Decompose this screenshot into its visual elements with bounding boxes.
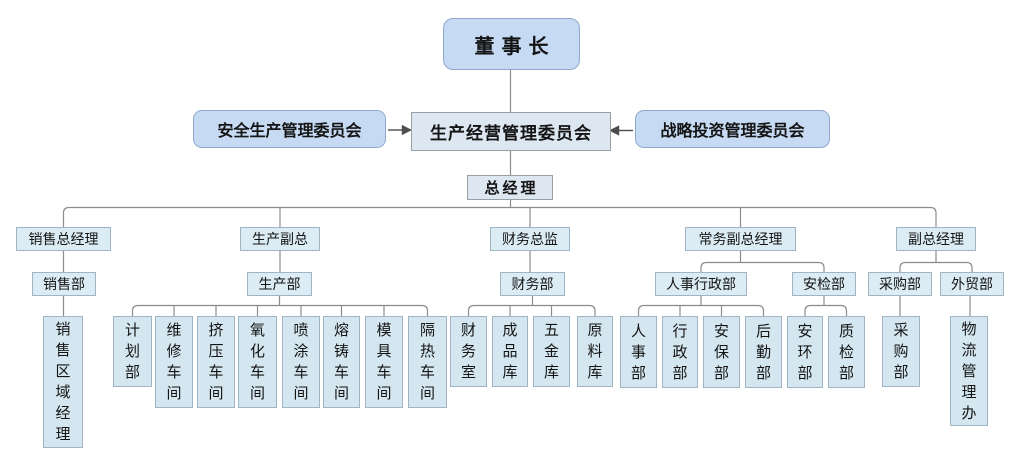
node-planning-dept: 计划部 xyxy=(113,316,152,387)
node-committee-safety-production: 安全生产管理委员会 xyxy=(193,110,386,148)
rail-production xyxy=(131,304,429,316)
node-hardware-warehouse: 五金库 xyxy=(533,316,570,387)
rail-gm xyxy=(62,206,937,227)
node-finance-dept: 财务部 xyxy=(500,272,565,296)
node-admin-dept: 行政部 xyxy=(662,316,698,388)
rail-finance xyxy=(467,304,596,316)
node-sales-general-manager: 销售总经理 xyxy=(16,227,111,251)
node-label: 安保部 xyxy=(713,322,729,382)
node-label: 原料库 xyxy=(587,322,603,381)
node-purchasing-dept: 采购部 xyxy=(868,272,932,296)
node-finance-office: 财务室 xyxy=(450,316,487,387)
node-quality-inspection-dept: 质检部 xyxy=(828,316,865,388)
node-general-manager: 总经理 xyxy=(467,175,553,200)
node-foreign-trade-dept: 外贸部 xyxy=(940,272,1004,296)
node-label: 人事部 xyxy=(630,322,646,382)
node-hr-dept: 人事部 xyxy=(620,316,657,388)
node-mold-workshop: 模具车间 xyxy=(365,316,403,408)
node-raw-material-warehouse: 原料库 xyxy=(577,316,613,387)
node-vice-gm: 副总经理 xyxy=(896,227,976,251)
node-sales-dept: 销售部 xyxy=(32,272,96,296)
node-label: 行政部 xyxy=(672,322,688,382)
node-heat-insulation-workshop: 隔热车间 xyxy=(408,316,447,408)
node-label: 安环部 xyxy=(797,322,813,382)
node-label: 成品库 xyxy=(502,322,518,381)
rail-vice-gm xyxy=(899,261,973,272)
node-label: 氧化车间 xyxy=(249,322,265,402)
node-label: 物流管理办 xyxy=(961,320,977,422)
node-finished-goods-warehouse: 成品库 xyxy=(492,316,528,387)
node-logistics-management-office: 物流管理办 xyxy=(950,316,988,426)
node-label: 后勤部 xyxy=(755,322,771,382)
rail-hr-admin xyxy=(637,304,765,316)
node-finance-director: 财务总监 xyxy=(490,227,570,251)
node-production-vp: 生产副总 xyxy=(240,227,320,251)
node-safety-inspection-dept: 安检部 xyxy=(792,272,856,296)
node-chairman: 董事长 xyxy=(443,18,580,70)
node-label: 喷涂车间 xyxy=(293,322,309,402)
node-logistics-support-dept: 后勤部 xyxy=(745,316,782,388)
rail-exec-vp xyxy=(700,261,825,272)
node-label: 隔热车间 xyxy=(419,322,435,402)
node-label: 计划部 xyxy=(124,322,140,381)
node-spraying-workshop: 喷涂车间 xyxy=(282,316,320,408)
node-label: 销售区域经理 xyxy=(55,321,71,443)
node-label: 挤压车间 xyxy=(208,322,224,402)
node-committee-production-operation: 生产经营管理委员会 xyxy=(411,112,611,151)
node-label: 采购部 xyxy=(893,322,909,381)
node-label: 五金库 xyxy=(543,322,559,381)
node-label: 财务室 xyxy=(460,322,476,381)
node-extrusion-workshop: 挤压车间 xyxy=(197,316,235,408)
node-security-dept: 安保部 xyxy=(703,316,740,388)
node-production-dept: 生产部 xyxy=(247,272,312,296)
node-sales-region-manager: 销售区域经理 xyxy=(43,316,83,448)
node-safety-environment-dept: 安环部 xyxy=(787,316,823,388)
arrow-right-icon xyxy=(401,124,413,136)
node-label: 模具车间 xyxy=(376,322,392,402)
node-label: 熔铸车间 xyxy=(333,322,349,402)
node-label: 质检部 xyxy=(838,322,854,382)
rail-safety xyxy=(804,304,848,316)
node-label: 维修车间 xyxy=(166,322,182,402)
node-executive-vice-gm: 常务副总经理 xyxy=(685,227,796,251)
node-oxidation-workshop: 氧化车间 xyxy=(238,316,277,408)
node-casting-workshop: 熔铸车间 xyxy=(323,316,360,408)
node-purchasing-unit: 采购部 xyxy=(882,316,920,387)
arrow-left-icon xyxy=(608,125,620,136)
node-maintenance-workshop: 维修车间 xyxy=(155,316,193,408)
node-hr-admin-dept: 人事行政部 xyxy=(655,272,747,296)
node-committee-strategic-investment: 战略投资管理委员会 xyxy=(635,110,830,148)
